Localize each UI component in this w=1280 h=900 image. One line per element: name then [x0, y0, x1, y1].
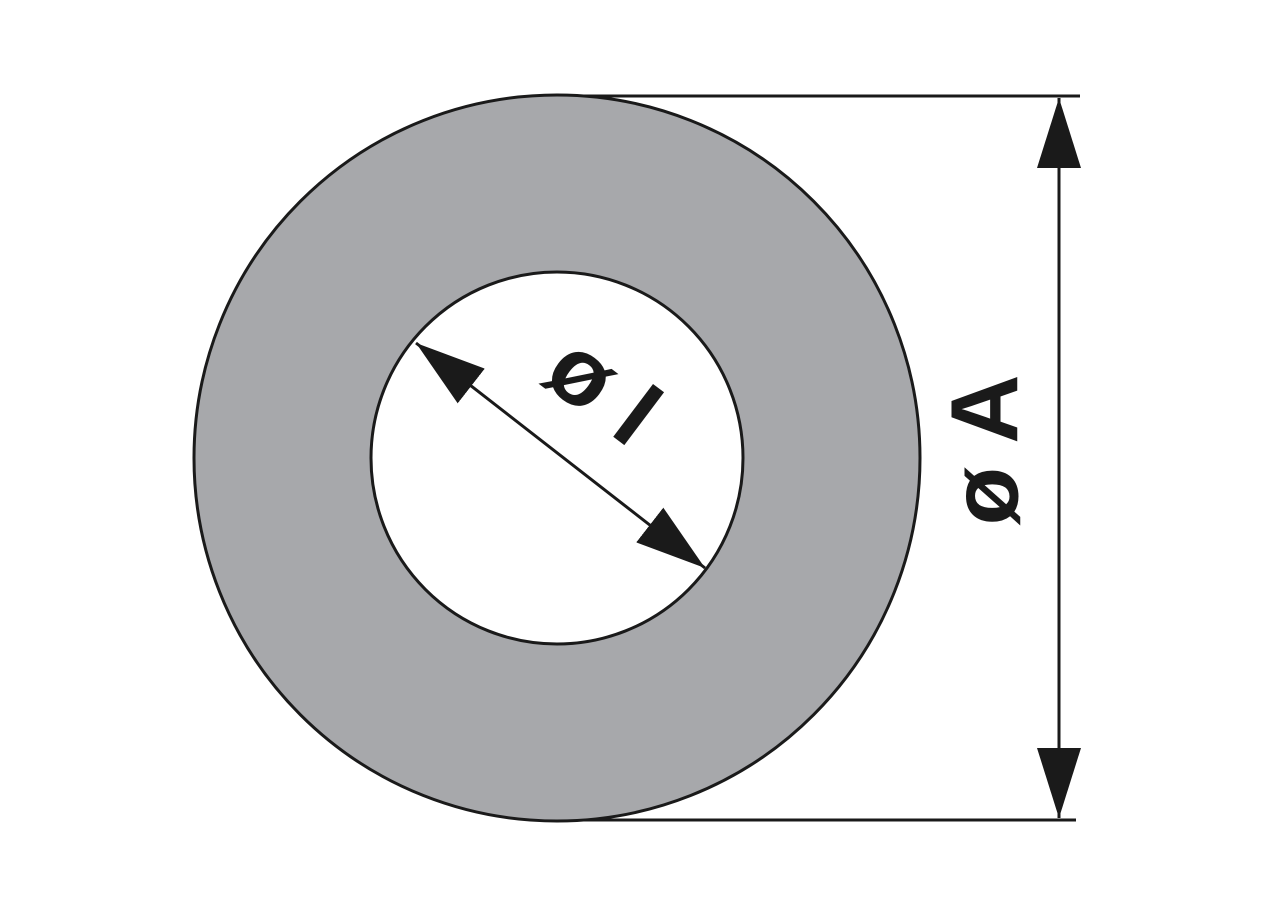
washer-inner-hole — [369, 270, 745, 646]
outer-diameter-label: ø A — [931, 374, 1038, 525]
inner-diameter-dimension-line — [415, 341, 706, 570]
